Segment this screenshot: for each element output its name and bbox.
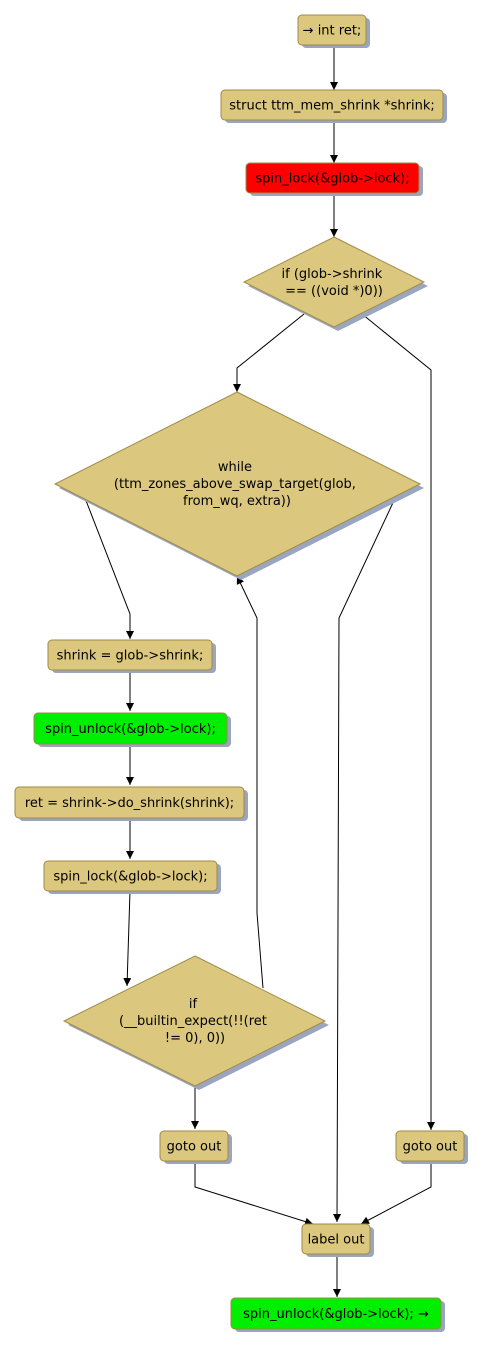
decision-if-shrink-null-line-2: == ((void *)0)) bbox=[285, 284, 383, 299]
node-spin-unlock-1-label: spin_unlock(&glob->lock); bbox=[45, 722, 216, 737]
node-goto-out-left-label: goto out bbox=[167, 1140, 222, 1155]
decision-if-shrink-null-label: if (glob->shrink == ((void *)0)) bbox=[282, 267, 387, 299]
node-struct-shrink: struct ttm_mem_shrink *shrink; bbox=[220, 89, 447, 123]
decision-if-builtin: if (__builtin_expect(!!(ret != 0), 0)) bbox=[62, 955, 329, 1090]
edge-if-to-goto-right bbox=[361, 313, 435, 1130]
decision-if-builtin-label: if (__builtin_expect(!!(ret != 0), 0)) bbox=[119, 997, 271, 1046]
node-goto-out-left: goto out bbox=[159, 1130, 232, 1164]
edge-goto-right-to-label bbox=[360, 1161, 432, 1225]
decision-while-label: while (ttm_zones_above_swap_target(glob,… bbox=[114, 460, 360, 509]
node-spin-unlock-final: spin_unlock(&glob->lock); → bbox=[230, 1297, 445, 1332]
decision-if-builtin-line-3: != 0), 0)) bbox=[165, 1031, 225, 1046]
decision-while-line-3: from_wq, extra)) bbox=[183, 494, 291, 509]
node-ret-assign: ret = shrink->do_shrink(shrink); bbox=[14, 786, 248, 821]
node-shrink-assign-label: shrink = glob->shrink; bbox=[57, 649, 204, 664]
edge-if-to-while bbox=[233, 313, 305, 392]
node-struct-shrink-label: struct ttm_mem_shrink *shrink; bbox=[229, 99, 435, 114]
decision-while-line-1: while bbox=[218, 460, 252, 475]
node-spin-lock-1-label: spin_lock(&glob->lock); bbox=[255, 172, 409, 187]
node-int-ret: → int ret; bbox=[297, 14, 370, 48]
node-label-out-label: label out bbox=[308, 1233, 365, 1248]
edge-ifbuiltin-loop-back bbox=[236, 575, 264, 989]
node-goto-out-right-label: goto out bbox=[403, 1140, 458, 1155]
decision-if-shrink-null-line-1: if (glob->shrink bbox=[282, 267, 383, 282]
decision-while-line-2: (ttm_zones_above_swap_target(glob, bbox=[114, 477, 356, 492]
edge-while-to-shrink bbox=[84, 497, 134, 639]
decision-if-builtin-line-1: if bbox=[189, 997, 198, 1012]
node-spin-unlock-1: spin_unlock(&glob->lock); bbox=[33, 712, 231, 747]
node-shrink-assign: shrink = glob->shrink; bbox=[47, 639, 216, 673]
edge-lock-to-ifbuiltin bbox=[123, 890, 132, 987]
node-spin-lock-1: spin_lock(&glob->lock); bbox=[245, 162, 423, 196]
node-spin-lock-2: spin_lock(&glob->lock); bbox=[43, 860, 221, 894]
decision-while: while (ttm_zones_above_swap_target(glob,… bbox=[53, 391, 424, 580]
node-spin-unlock-final-label: spin_unlock(&glob->lock); → bbox=[243, 1307, 429, 1322]
decision-if-builtin-line-2: (__builtin_expect(!!(ret bbox=[119, 1014, 267, 1029]
node-goto-out-right: goto out bbox=[395, 1130, 468, 1164]
node-ret-assign-label: ret = shrink->do_shrink(shrink); bbox=[25, 796, 234, 811]
node-int-ret-label: → int ret; bbox=[303, 24, 362, 39]
decision-if-shrink-null: if (glob->shrink == ((void *)0)) bbox=[242, 236, 428, 331]
edges bbox=[84, 46, 435, 1297]
edge-while-exit-to-label bbox=[333, 491, 399, 1223]
node-spin-lock-2-label: spin_lock(&glob->lock); bbox=[53, 870, 207, 885]
edge-goto-left-to-label bbox=[194, 1161, 314, 1226]
node-label-out: label out bbox=[301, 1223, 374, 1257]
